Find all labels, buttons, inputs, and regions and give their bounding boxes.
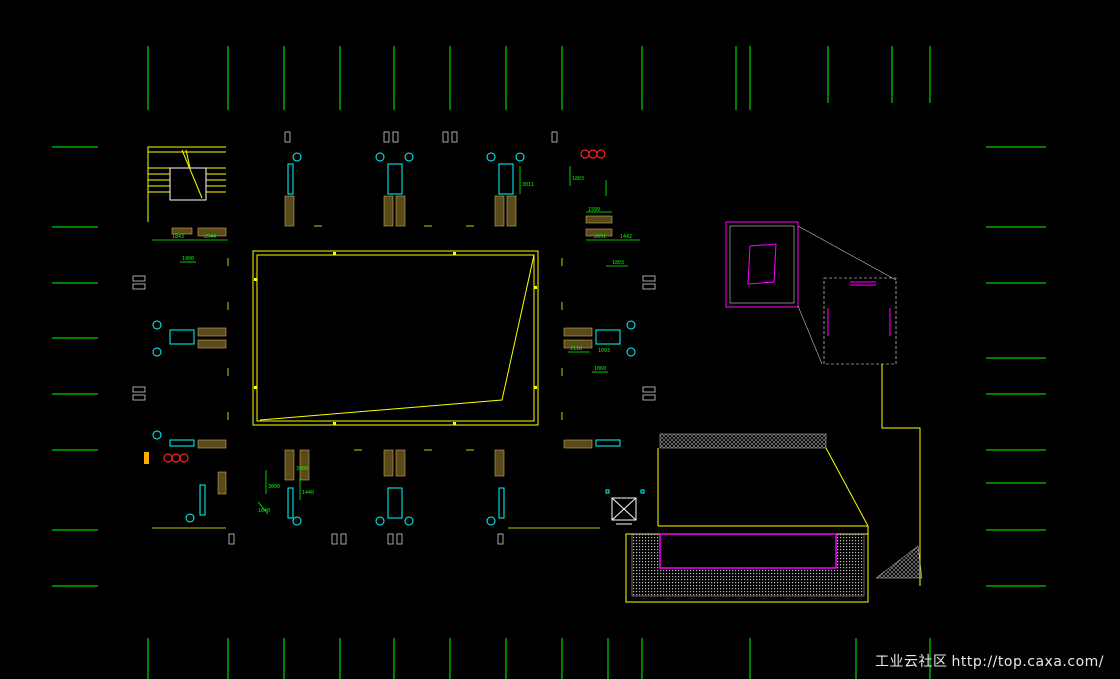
dim-label: 1060 [594,366,606,372]
dim-label: 1640 [258,508,270,514]
dim-label: 1442 [620,234,632,240]
watermark-url[interactable]: http://top.caxa.com/ [951,654,1104,670]
dim-label: 2118 [570,346,582,352]
small-symbols [132,131,656,545]
dim-label: 1900 [182,256,194,262]
dim-label: 1803 [612,260,624,266]
right-wing-outline [625,364,921,603]
dim-label: 1843 [172,234,184,240]
dim-label: 2044 [204,234,216,240]
axis-lines-left [52,146,98,587]
equipment-box [611,497,637,525]
axis-lines-right [986,146,1046,587]
dim-label: 1440 [302,490,314,496]
dimension-texts: 1843 2044 1900 1599 2891 1442 1803 2118 … [172,176,632,514]
stair-top-left [147,146,226,222]
dim-label: 1803 [572,176,584,182]
watermark-cn: 工业云社区 [875,654,948,670]
hatched-strip [659,433,827,449]
yellow-ticks [152,225,600,529]
central-atrium [252,250,539,426]
detail-callout [725,221,897,365]
dim-label: 3000 [268,484,280,490]
fixtures [152,152,645,526]
corner-hatch [875,545,923,579]
dim-label: 3000 [296,466,308,472]
counters [171,195,613,495]
dim-label: 1599 [588,207,600,213]
dimension-marks [152,166,640,515]
dim-label: 2891 [594,234,606,240]
dim-label: 1093 [598,348,610,354]
dim-label: 3011 [522,182,534,188]
axis-lines-bottom [147,638,931,679]
red-markers [163,149,606,463]
orange-marker [144,452,149,464]
inner-basin [659,533,837,569]
axis-lines-top [147,46,931,110]
